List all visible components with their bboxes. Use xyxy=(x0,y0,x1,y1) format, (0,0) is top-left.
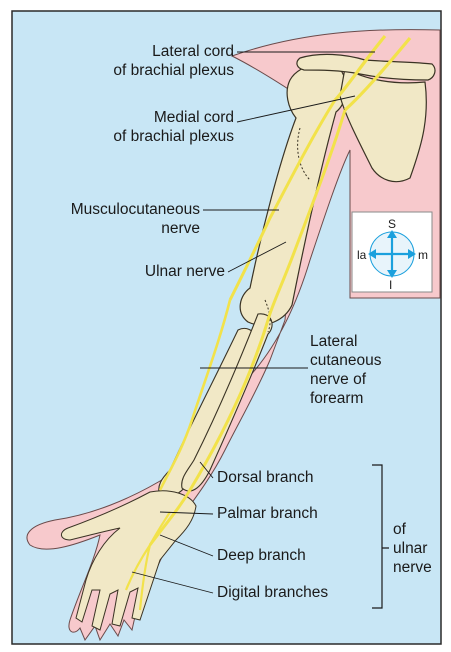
label-palmar-branch: Palmar branch xyxy=(217,504,318,523)
label-musculocutaneous: Musculocutaneous nerve xyxy=(30,200,200,238)
compass-inferior-label: I xyxy=(389,278,392,292)
label-lateral-cutaneous-line3: nerve of xyxy=(310,370,382,389)
label-deep-branch: Deep branch xyxy=(217,546,306,565)
label-lateral-cutaneous: Lateral cutaneous nerve of forearm xyxy=(310,332,382,408)
label-group-ulnar: of ulnar nerve xyxy=(393,520,432,577)
label-medial-cord: Medial cord of brachial plexus xyxy=(64,108,234,146)
label-musculocutaneous-line2: nerve xyxy=(30,219,200,238)
label-group-line3: nerve xyxy=(393,558,432,577)
compass-lateral-label: la xyxy=(357,248,367,262)
label-digital-branches: Digital branches xyxy=(217,583,328,602)
label-lateral-cord-line2: of brachial plexus xyxy=(64,61,234,80)
label-lateral-cord: Lateral cord of brachial plexus xyxy=(64,42,234,80)
label-medial-cord-line1: Medial cord xyxy=(64,108,234,127)
label-lateral-cord-line1: Lateral cord xyxy=(64,42,234,61)
compass-medial-label: m xyxy=(418,248,428,262)
label-lateral-cutaneous-line4: forearm xyxy=(310,389,382,408)
label-ulnar-nerve: Ulnar nerve xyxy=(60,262,225,281)
label-lateral-cutaneous-line2: cutaneous xyxy=(310,351,382,370)
compass-superior-label: S xyxy=(388,217,396,231)
label-group-line2: ulnar xyxy=(393,539,432,558)
label-medial-cord-line2: of brachial plexus xyxy=(64,127,234,146)
label-lateral-cutaneous-line1: Lateral xyxy=(310,332,382,351)
label-dorsal-branch: Dorsal branch xyxy=(217,468,314,487)
label-musculocutaneous-line1: Musculocutaneous xyxy=(30,200,200,219)
label-group-line1: of xyxy=(393,520,432,539)
